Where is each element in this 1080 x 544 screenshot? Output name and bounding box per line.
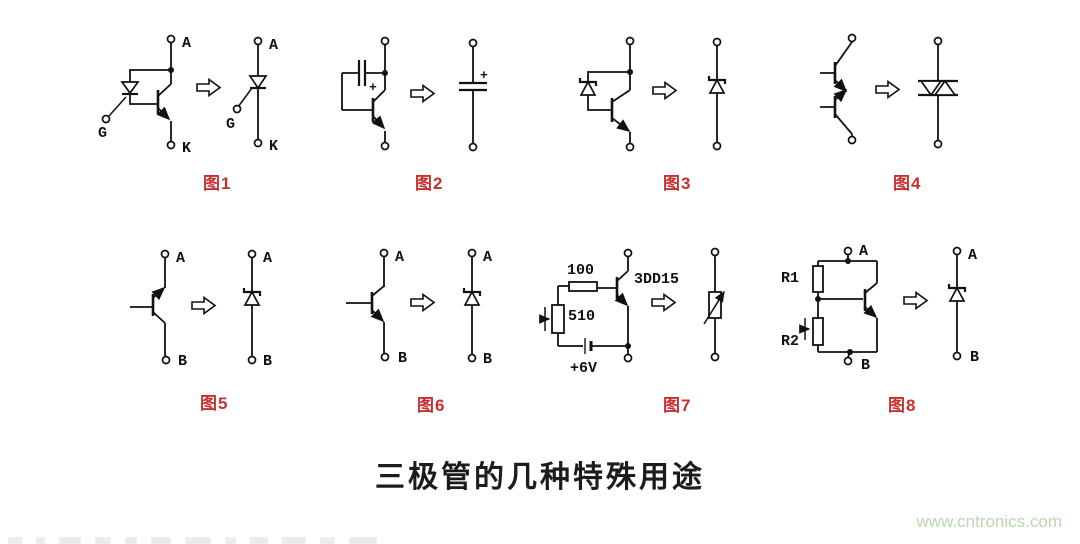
terminal-label-a: A xyxy=(968,247,977,264)
fig5-circuit-schematic: A B xyxy=(130,249,187,370)
capacitor-plates xyxy=(357,60,367,86)
zener-triangle xyxy=(579,80,597,96)
fig2-equivalent-symbol: + xyxy=(459,38,488,152)
potentiometer-r2 xyxy=(812,317,824,346)
terminal-g xyxy=(101,114,111,124)
diac-triangle-down xyxy=(919,80,943,97)
capacitor-plates xyxy=(459,81,487,92)
figure-label: 图1 xyxy=(203,174,232,193)
equivalence-arrow-icon xyxy=(652,80,678,101)
polarity-plus: + xyxy=(369,80,377,95)
gate-lead xyxy=(108,96,127,117)
fig8-equivalent-symbol: A B xyxy=(947,246,979,366)
page-title: 三极管的几种特殊用途 xyxy=(375,461,705,494)
terminal-label-b: B xyxy=(861,357,870,374)
resistor-100 xyxy=(568,281,598,292)
figure-label: 图7 xyxy=(663,396,692,415)
fig6-equivalent-symbol: A B xyxy=(462,248,492,368)
fig8-circuit-schematic: R1 R2 A B xyxy=(781,243,878,374)
terminal-label-a: A xyxy=(263,250,272,267)
fig3-circuit-schematic xyxy=(578,36,635,152)
fig4-equivalent-symbol xyxy=(918,36,958,149)
figure-label: 图2 xyxy=(415,174,444,193)
terminal-k xyxy=(253,138,263,148)
fig1-equivalent-symbol: A K G xyxy=(226,36,278,155)
resistor-r1-label: R1 xyxy=(781,270,799,287)
terminal-label-a: A xyxy=(395,249,404,266)
resistor-r1 xyxy=(812,265,824,293)
diac-triangle-up xyxy=(933,79,957,96)
fig6-circuit-schematic: A B xyxy=(346,248,407,367)
terminal-label-g: G xyxy=(226,116,235,133)
figure-label: 图3 xyxy=(663,174,692,193)
battery-label: +6V xyxy=(570,360,597,377)
polarity-plus: + xyxy=(480,68,488,83)
terminal-g xyxy=(232,104,242,114)
terminal-label-a: A xyxy=(483,249,492,266)
equivalence-arrow-icon xyxy=(191,295,217,316)
equivalence-arrow-icon xyxy=(410,292,436,313)
figure-label: 图8 xyxy=(888,396,917,415)
equivalence-arrow-icon xyxy=(903,290,929,311)
equivalence-arrow-icon xyxy=(410,83,436,104)
fig7-circuit-schematic: 100 510 +6V 3DD15 xyxy=(539,248,679,377)
diode-triangle xyxy=(120,81,140,95)
figure-label: 图4 xyxy=(893,174,922,193)
variable-resistor-arrow xyxy=(703,290,725,325)
equivalence-arrow-icon xyxy=(875,79,901,100)
figure-label: 图5 xyxy=(200,394,229,413)
fig4-circuit-schematic xyxy=(820,33,857,145)
terminal-label-a: A xyxy=(176,250,185,267)
figure-label: 图6 xyxy=(417,396,446,415)
cutoff-text-remnant xyxy=(8,537,478,544)
fig7-equivalent-symbol xyxy=(703,247,725,362)
terminal-label-a: A xyxy=(182,35,191,52)
resistor-r2-label: R2 xyxy=(781,333,799,350)
fig2-circuit-schematic: + xyxy=(341,36,390,151)
terminal-label-k: K xyxy=(182,140,191,157)
terminal-a xyxy=(253,36,263,46)
resistor-100-label: 100 xyxy=(567,262,594,279)
terminal-label-b: B xyxy=(263,353,272,370)
equivalence-arrow-icon xyxy=(196,77,222,98)
terminal-k xyxy=(166,140,176,150)
terminal-label-b: B xyxy=(178,353,187,370)
terminal-label-b: B xyxy=(398,350,407,367)
fig5-equivalent-symbol: A B xyxy=(242,249,272,370)
watermark: www.cntronics.com xyxy=(916,512,1062,531)
transistor-type-label: 3DD15 xyxy=(634,271,679,288)
terminal-a xyxy=(166,34,176,44)
terminal-label-b: B xyxy=(970,349,979,366)
pot-510-label: 510 xyxy=(568,308,595,325)
fig3-equivalent-symbol xyxy=(707,37,727,151)
terminal-label-a: A xyxy=(859,243,868,260)
terminal-label-k: K xyxy=(269,138,278,155)
equivalence-arrow-icon xyxy=(651,292,677,313)
terminal-label-b: B xyxy=(483,351,492,368)
terminal-label-a: A xyxy=(269,37,278,54)
fig1-circuit-schematic: A K G xyxy=(98,34,191,157)
terminal-label-g: G xyxy=(98,125,107,142)
potentiometer-510 xyxy=(551,304,565,334)
